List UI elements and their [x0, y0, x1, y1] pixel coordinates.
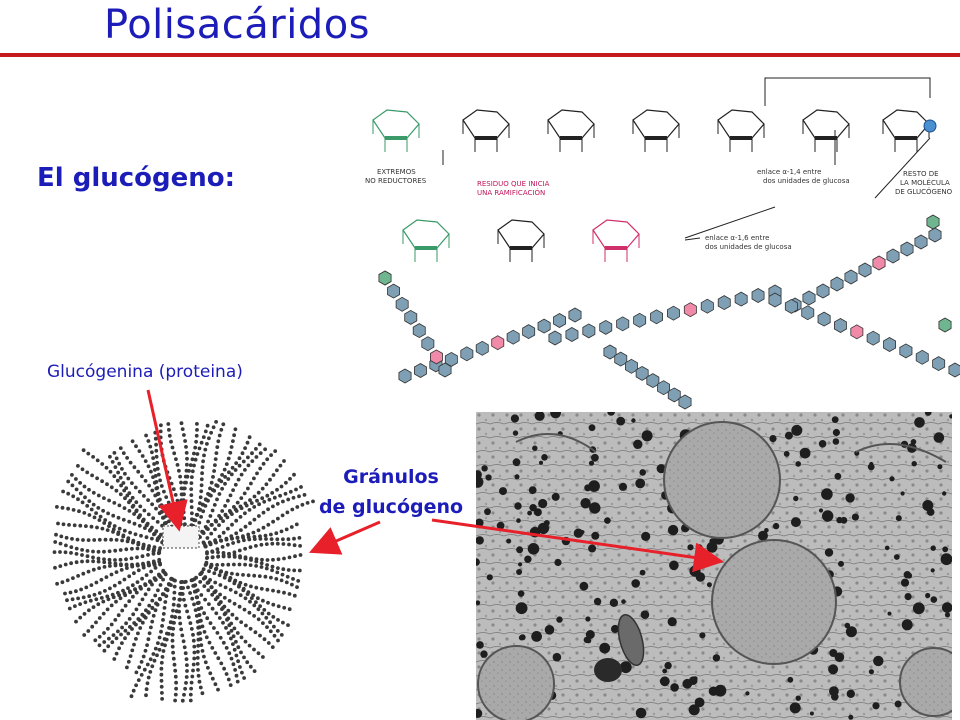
- label-resto-3: DE GLUCÓGENO: [895, 187, 953, 196]
- arrow-to-rosette: [308, 520, 381, 555]
- glycogen-structure-diagram: EXTREMOS NO REDUCTORES RESIDUO QUE INICI…: [355, 70, 960, 410]
- label-residuo-2: UNA RAMIFICACIÓN: [477, 188, 545, 197]
- title-underline: [0, 53, 960, 57]
- slide-title: Polisacáridos: [104, 2, 371, 48]
- label-resto-2: LA MOLÉCULA: [900, 178, 950, 187]
- label-resto-1: RESTO DE: [903, 170, 939, 178]
- label-residuo-1: RESIDUO QUE INICIA: [477, 180, 550, 188]
- label-enlace16-2: dos unidades de glucosa: [705, 243, 792, 251]
- glucogenina-label: Glucógenina (proteina): [47, 362, 243, 382]
- section-subtitle: El glucógeno:: [37, 163, 236, 193]
- granulos-label-line2: de glucógeno: [318, 496, 464, 518]
- label-extremos-2: NO REDUCTORES: [365, 177, 427, 185]
- label-enlace14-1: enlace α-1,4 entre: [757, 168, 821, 176]
- glycogen-granule-illustration: [52, 420, 315, 703]
- label-enlace14-2: dos unidades de glucosa: [763, 177, 850, 185]
- electron-micrograph: [476, 412, 952, 720]
- label-enlace16-1: enlace α-1,6 entre: [705, 234, 769, 242]
- label-extremos-1: EXTREMOS: [377, 168, 416, 176]
- granulos-label-line1: Gránulos: [343, 466, 439, 488]
- granulos-label: Gránulos de glucógeno: [316, 462, 466, 522]
